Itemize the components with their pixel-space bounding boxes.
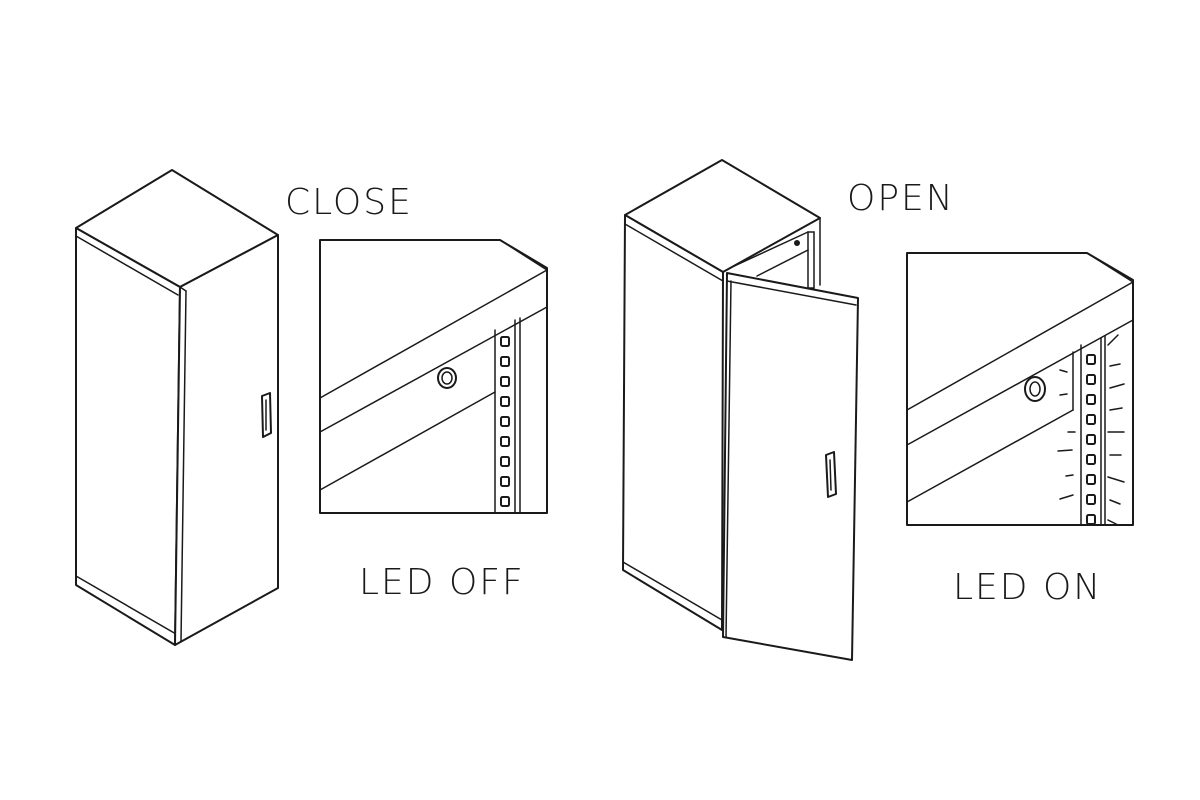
rack-hole — [500, 436, 510, 447]
light-ray — [1107, 334, 1119, 346]
rack-hole — [500, 476, 510, 487]
door-handle-icon — [825, 451, 837, 498]
rack-hole — [500, 376, 510, 387]
rack-hole — [1086, 354, 1096, 365]
light-ray — [1107, 519, 1119, 526]
light-ray — [1057, 449, 1073, 452]
lock-icon — [1024, 376, 1046, 402]
label-open: OPEN — [847, 178, 955, 219]
light-ray — [1059, 494, 1074, 500]
rack-hole — [500, 356, 510, 367]
light-ray — [1109, 407, 1123, 411]
rack-hole — [500, 456, 510, 467]
label-led-on: LED ON — [953, 567, 1103, 608]
label-led-off: LED OFF — [359, 562, 525, 603]
rack-hole — [1086, 414, 1096, 425]
light-ray — [1059, 393, 1068, 396]
rack-hole — [500, 416, 510, 427]
rack-hole — [1086, 394, 1096, 405]
rack-hole — [1086, 454, 1096, 465]
light-ray — [1109, 383, 1125, 389]
detail-led-off — [319, 239, 548, 514]
rack-hole — [500, 396, 510, 407]
rack-hole — [1086, 494, 1096, 505]
rack-hole — [1086, 474, 1096, 485]
led-light-rays — [1057, 334, 1125, 526]
light-ray — [1065, 474, 1074, 477]
rack-hole — [500, 496, 510, 507]
rack-hole — [500, 336, 510, 347]
open-cabinet — [622, 159, 859, 661]
rack-hole — [1086, 514, 1096, 525]
lock-icon — [437, 367, 457, 389]
rack-hole — [1086, 434, 1096, 445]
closed-cabinet — [75, 169, 279, 646]
door-handle-icon — [261, 392, 272, 438]
rack-hole — [1086, 374, 1096, 385]
detail-led-on — [906, 252, 1134, 526]
light-ray — [1109, 499, 1121, 505]
label-close: CLOSE — [285, 182, 413, 223]
light-ray — [1107, 476, 1125, 483]
light-ray — [1109, 363, 1121, 367]
light-ray — [1059, 369, 1068, 373]
